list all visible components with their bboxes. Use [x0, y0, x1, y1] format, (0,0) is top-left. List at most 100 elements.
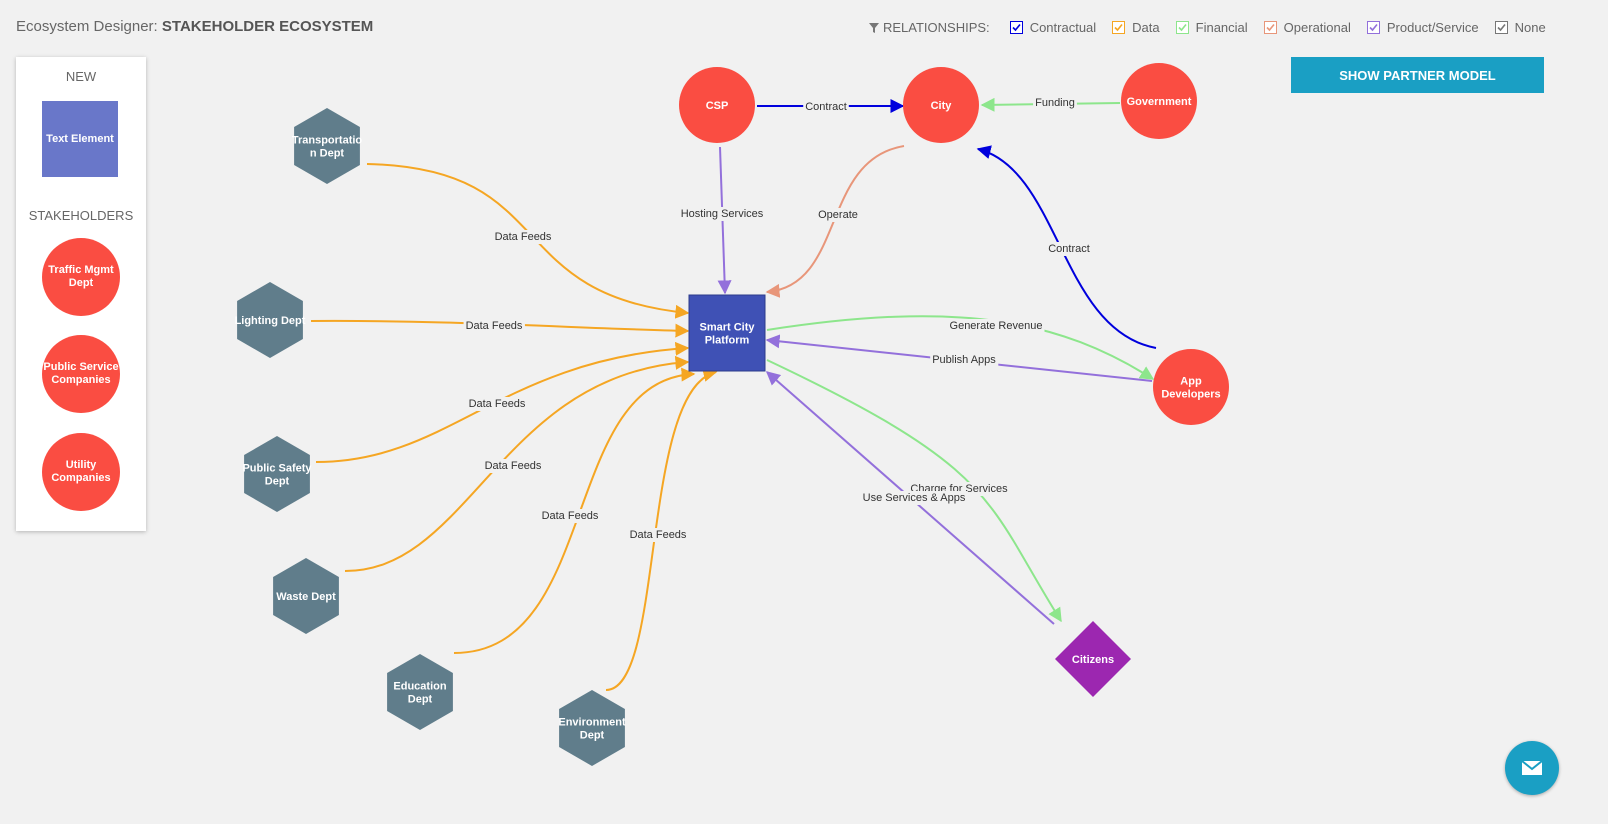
checkbox-icon[interactable] — [1175, 21, 1189, 34]
node-label: Government — [1127, 96, 1192, 108]
edge-label: Hosting Services — [681, 208, 764, 220]
node-shape[interactable] — [559, 690, 625, 766]
node-label: Education — [393, 681, 446, 693]
edge-label-background — [492, 230, 554, 244]
edge-label: Contract — [805, 101, 847, 113]
relationships-filter[interactable]: RELATIONSHIPS: — [868, 20, 990, 35]
node-label: Developers — [1161, 389, 1220, 401]
edge-label: Data Feeds — [469, 398, 526, 410]
node-label: Public Safety — [242, 463, 312, 475]
legend-operational[interactable]: Operational — [1263, 20, 1351, 35]
palette-utility[interactable]: Utility Companies — [42, 433, 120, 511]
node-shape[interactable] — [1055, 621, 1131, 697]
show-partner-model-button[interactable]: SHOW PARTNER MODEL — [1291, 57, 1544, 93]
node-government[interactable]: Government — [1121, 63, 1197, 139]
checkbox-icon[interactable] — [1263, 21, 1277, 34]
node-label: App — [1180, 376, 1202, 388]
node-label: Waste Dept — [276, 591, 336, 603]
edge-label-background — [627, 528, 689, 542]
node-label: CSP — [706, 100, 729, 112]
edge-label-background — [463, 319, 525, 333]
legend-data[interactable]: Data — [1112, 20, 1160, 35]
checkbox-icon[interactable] — [1112, 21, 1126, 34]
ecosystem-title: STAKEHOLDER ECOSYSTEM — [161, 18, 374, 35]
edge-label: Data Feeds — [495, 231, 552, 243]
node-csp[interactable]: CSP — [679, 67, 755, 143]
node-label: Smart City — [699, 322, 755, 334]
legend-label: Product/Service — [1386, 20, 1479, 35]
node-label: n Dept — [310, 148, 345, 160]
legend-title: RELATIONSHIPS: — [883, 20, 990, 35]
checkbox-icon[interactable] — [1494, 21, 1508, 34]
node-shape[interactable] — [294, 108, 360, 184]
edge-label: Publish Apps — [932, 354, 996, 366]
legend-label: Data — [1132, 20, 1160, 35]
legend-financial[interactable]: Financial — [1175, 20, 1248, 35]
edge-label-background — [1033, 96, 1077, 110]
palette-public-service[interactable]: Public Service Companies — [42, 335, 120, 413]
stakeholders-section-label: STAKEHOLDERS — [28, 208, 134, 223]
node-city[interactable]: City — [903, 67, 979, 143]
legend-none[interactable]: None — [1494, 20, 1546, 35]
legend-label: Operational — [1283, 20, 1351, 35]
legend-label: Financial — [1195, 20, 1248, 35]
node-shape[interactable] — [273, 558, 339, 634]
title-prefix: Ecosystem Designer: — [16, 18, 158, 35]
node-shape[interactable] — [387, 654, 453, 730]
node-label: Dept — [265, 476, 290, 488]
edge-label-background — [1046, 242, 1092, 256]
palette-traffic-mgmt[interactable]: Traffic Mgmt Dept — [42, 238, 120, 316]
node-shape[interactable] — [903, 67, 979, 143]
legend-product-service[interactable]: Product/Service — [1366, 20, 1479, 35]
edge-label-background — [482, 459, 544, 473]
edge-label: Use Services & Apps — [863, 492, 966, 504]
node-shape[interactable] — [244, 436, 310, 512]
legend-contractual[interactable]: Contractual — [1009, 20, 1096, 35]
edge-label: Operate — [818, 209, 858, 221]
edge-label: Data Feeds — [542, 510, 599, 522]
edge-label: Data Feeds — [630, 529, 687, 541]
page-title: Ecosystem Designer: STAKEHOLDER ECOSYSTE… — [16, 18, 373, 35]
checkbox-icon[interactable] — [1009, 21, 1023, 34]
mail-button[interactable] — [1505, 741, 1559, 795]
node-label: Citizens — [1072, 654, 1114, 666]
relationships-legend: RELATIONSHIPS: Contractual Data Financial O… — [868, 20, 1546, 35]
node-waste[interactable]: Waste Dept — [273, 558, 339, 634]
edge-label-background — [860, 491, 968, 505]
node-lighting[interactable]: Lighting Dept — [235, 282, 306, 358]
edge-label: Funding — [1035, 97, 1075, 109]
checkbox-icon[interactable] — [1366, 21, 1380, 34]
node-shape[interactable] — [1121, 63, 1197, 139]
node-shape[interactable] — [237, 282, 303, 358]
edge-label-background — [466, 397, 528, 411]
node-label: City — [931, 100, 953, 112]
edge-label-background — [930, 353, 999, 367]
node-shape[interactable] — [679, 67, 755, 143]
legend-label: None — [1514, 20, 1546, 35]
node-label: Platform — [705, 335, 750, 347]
edge-label-background — [816, 208, 860, 222]
new-section-label: NEW — [65, 69, 97, 84]
edge-label: Data Feeds — [466, 320, 523, 332]
node-shape[interactable] — [688, 294, 766, 372]
edge-label: Data Feeds — [485, 460, 542, 472]
node-label: Environment — [558, 717, 626, 729]
filter-icon — [869, 22, 879, 33]
node-label: Transportatio — [292, 135, 363, 147]
edge-label-background — [539, 509, 601, 523]
node-shape[interactable] — [1153, 349, 1229, 425]
edge-label-background — [947, 319, 1045, 333]
text-element-tool[interactable]: Text Element — [42, 101, 118, 177]
edge-label: Contract — [1048, 243, 1090, 255]
edge-label: Generate Revenue — [950, 320, 1043, 332]
node-label: Dept — [408, 694, 433, 706]
node-citizens[interactable]: Citizens — [1055, 621, 1131, 697]
mail-icon — [1521, 760, 1543, 775]
